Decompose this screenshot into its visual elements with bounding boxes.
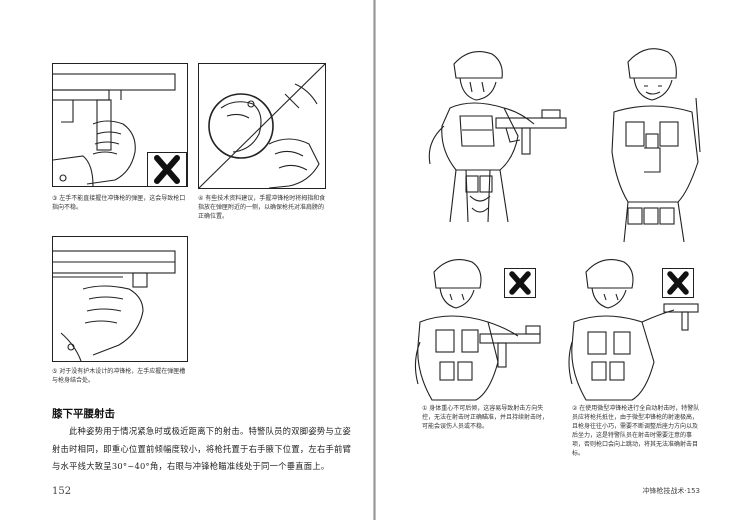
left-page: ③ 左手不能直接握住冲锋枪的弹匣，这会导致枪口指向不稳。 ④ 有些技术资料建议，… bbox=[0, 0, 374, 520]
soldier-front-illustration bbox=[611, 48, 701, 242]
smg-grip-illustration-3 bbox=[53, 250, 176, 361]
x-mark-icon bbox=[509, 271, 531, 295]
smg-grip-illustration-1 bbox=[53, 73, 176, 186]
book-gutter bbox=[373, 0, 376, 520]
illustration-panel-2 bbox=[198, 63, 326, 189]
body-text: 此种姿势用于情况紧急时或极近距离下的射击。特警队员的双脚姿势与立姿射击时相同，即… bbox=[52, 423, 352, 476]
illustration-panel-1 bbox=[52, 63, 188, 187]
right-page: ① 身体重心不可后倾，这容易导致射击方向失控，无法在射击时正确瞄准，并且持续射击… bbox=[376, 0, 750, 520]
soldier-incorrect-stance-1 bbox=[414, 259, 541, 401]
incorrect-x-mark bbox=[147, 152, 187, 186]
illustration-panel-3 bbox=[52, 236, 188, 362]
caption-4: ④ 有些技术资料建议，手握冲锋枪时将拇指和食指放在弹匣附近的一侧，以确保枪托对准… bbox=[198, 195, 326, 220]
x-mark-icon bbox=[154, 155, 180, 184]
running-header-page-number: 冲锋枪技战术·153 bbox=[642, 487, 700, 495]
page-number-left: 152 bbox=[52, 486, 72, 497]
caption-right-2: ② 在使用微型冲锋枪进行全自动射击时，特警队员应将枪托抵住，由于微型冲锋枪的射速… bbox=[572, 405, 700, 457]
caption-right-1: ① 身体重心不可后倾，这容易导致射击方向失控，无法在射击时正确瞄准，并且持续射击… bbox=[422, 405, 549, 430]
caption-3: ③ 左手不能直接握住冲锋枪的弹匣，这会导致枪口指向不稳。 bbox=[52, 195, 186, 211]
x-mark-icon bbox=[667, 271, 689, 295]
incorrect-x-mark-right-1 bbox=[504, 268, 536, 298]
section-title: 膝下平腰射击 bbox=[52, 408, 115, 420]
soldier-incorrect-stance-2 bbox=[568, 259, 699, 401]
soldier-aiming-illustration bbox=[428, 51, 567, 223]
smg-grip-illustration-2 bbox=[199, 64, 325, 188]
incorrect-x-mark-right-2 bbox=[662, 268, 694, 298]
body-paragraph: 此种姿势用于情况紧急时或极近距离下的射击。特警队员的双脚姿势与立姿射击时相同，即… bbox=[52, 426, 352, 472]
caption-5: ⑤ 对于没有护木设计的冲锋枪，左手应握在弹匣槽与枪身结合处。 bbox=[52, 368, 186, 384]
